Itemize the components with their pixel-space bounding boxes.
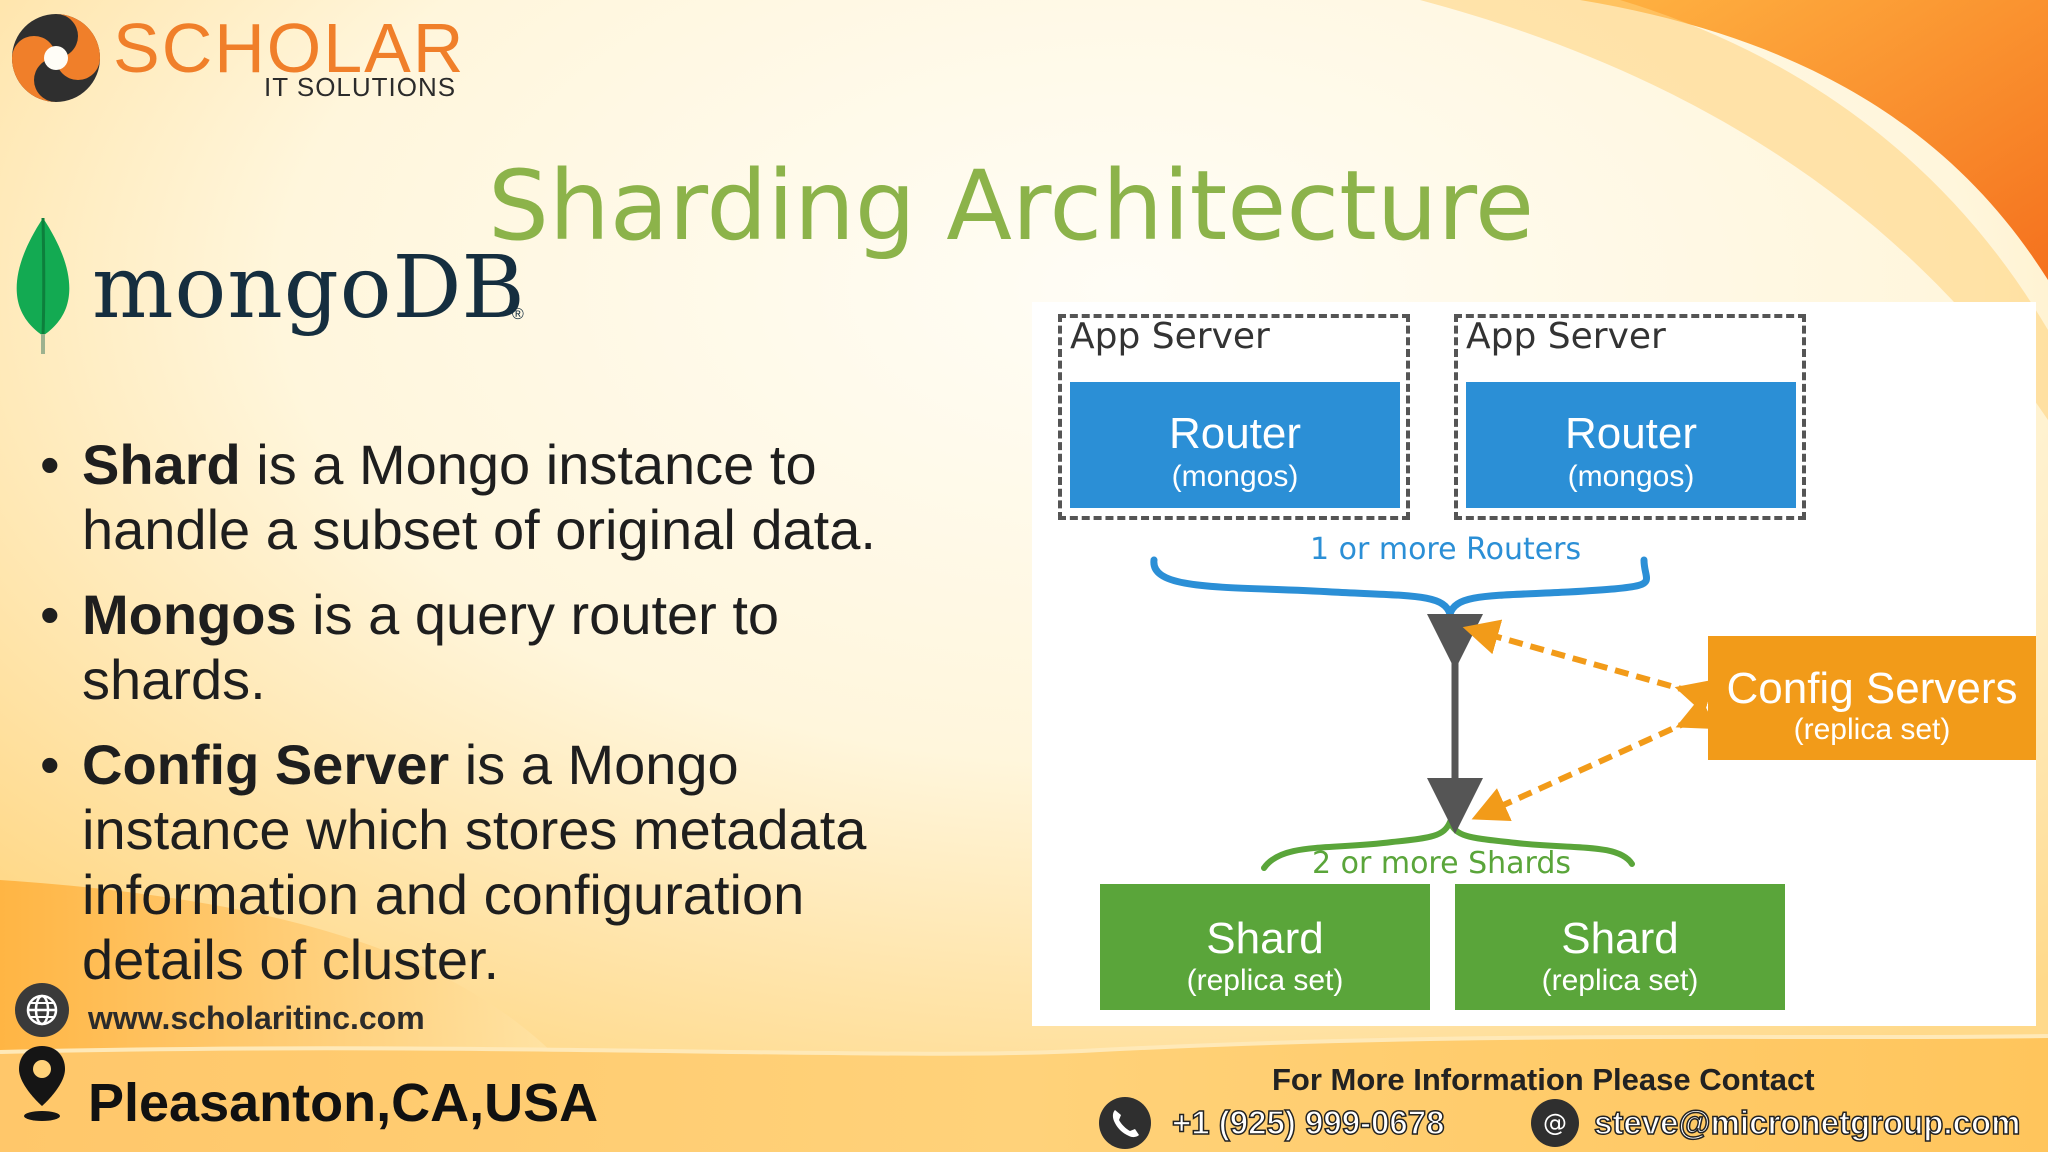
shard-title: Shard	[1206, 914, 1324, 963]
app-server-box	[1058, 314, 1410, 520]
config-servers-title: Config Servers	[1726, 664, 2018, 713]
contact-heading: For More Information Please Contact	[1272, 1062, 1815, 1097]
bullet-dot: •	[40, 583, 60, 646]
bullet-list: • Shard is a Mongo instance to handle a …	[40, 432, 960, 1012]
shard-box: Shard (replica set)	[1455, 884, 1785, 1010]
bullet-term: Shard	[82, 433, 241, 496]
shards-label: 2 or more Shards	[1312, 846, 1572, 881]
mongodb-wordmark-db: DB	[392, 238, 525, 338]
bullet-text: is a query router to shards.	[82, 583, 780, 711]
bullet-term: Mongos	[82, 583, 297, 646]
logo-name: SCHOLAR	[113, 9, 466, 87]
app-server-label: App Server	[1070, 316, 1270, 357]
bullet-item: • Mongos is a query router to shards.	[40, 582, 960, 712]
app-server-label: App Server	[1466, 316, 1666, 357]
config-shard-arrow	[1471, 696, 1716, 822]
router-subtitle: (mongos)	[1567, 460, 1695, 493]
router-title: Router	[1564, 409, 1698, 458]
globe-icon	[15, 983, 69, 1037]
router-title: Router	[1168, 409, 1302, 458]
phone-icon	[1099, 1097, 1151, 1149]
location-text: Pleasanton,CA,USA	[88, 1073, 599, 1133]
shard-title: Shard	[1561, 914, 1679, 963]
bullet-item: • Shard is a Mongo instance to handle a …	[40, 432, 960, 562]
router-box: Router (mongos)	[1070, 382, 1400, 508]
mongodb-wordmark-mongo: mongo	[92, 238, 393, 338]
registered-mark: ®	[512, 306, 524, 323]
config-servers-box: Config Servers (replica set)	[1708, 636, 2036, 760]
config-router-arrow	[1462, 619, 1715, 715]
diagram-connectors	[1150, 556, 1716, 871]
website-link[interactable]: www.scholaritinc.com	[88, 1000, 425, 1036]
shard-subtitle: (replica set)	[1186, 964, 1344, 997]
bullet-dot: •	[40, 433, 60, 496]
shard-box: Shard (replica set)	[1100, 884, 1430, 1010]
routers-brace	[1150, 556, 1650, 627]
bullet-text: is a Mongo instance which stores metadat…	[82, 733, 867, 991]
app-server-box	[1454, 314, 1806, 520]
svg-text:@: @	[1543, 1109, 1567, 1137]
shard-subtitle: (replica set)	[1541, 964, 1699, 997]
router-box: Router (mongos)	[1466, 382, 1796, 508]
router-subtitle: (mongos)	[1171, 460, 1299, 493]
phone-number[interactable]: +1 (925) 999-0678	[1171, 1103, 1445, 1142]
bullet-dot: •	[40, 733, 60, 796]
email-address[interactable]: steve@micronetgroup.com	[1593, 1103, 2021, 1142]
logo-subtitle: IT SOLUTIONS	[264, 72, 457, 102]
bullet-term: Config Server	[82, 733, 450, 796]
sharding-diagram: App Server Router (mongos) App Server Ro…	[1032, 302, 2036, 1026]
location-pin-icon	[19, 1046, 65, 1121]
scholar-logo-icon	[12, 14, 100, 102]
bullet-item: • Config Server is a Mongo instance whic…	[40, 732, 960, 992]
email-icon: @	[1531, 1099, 1579, 1147]
bullet-text: is a Mongo instance to handle a subset o…	[82, 433, 876, 561]
config-servers-subtitle: (replica set)	[1793, 713, 1951, 746]
routers-label: 1 or more Routers	[1310, 532, 1582, 567]
slide-title: Sharding Architecture	[488, 150, 1535, 262]
mongodb-leaf-icon	[16, 217, 70, 354]
mongodb-wordmark: mongoDB	[92, 238, 525, 338]
